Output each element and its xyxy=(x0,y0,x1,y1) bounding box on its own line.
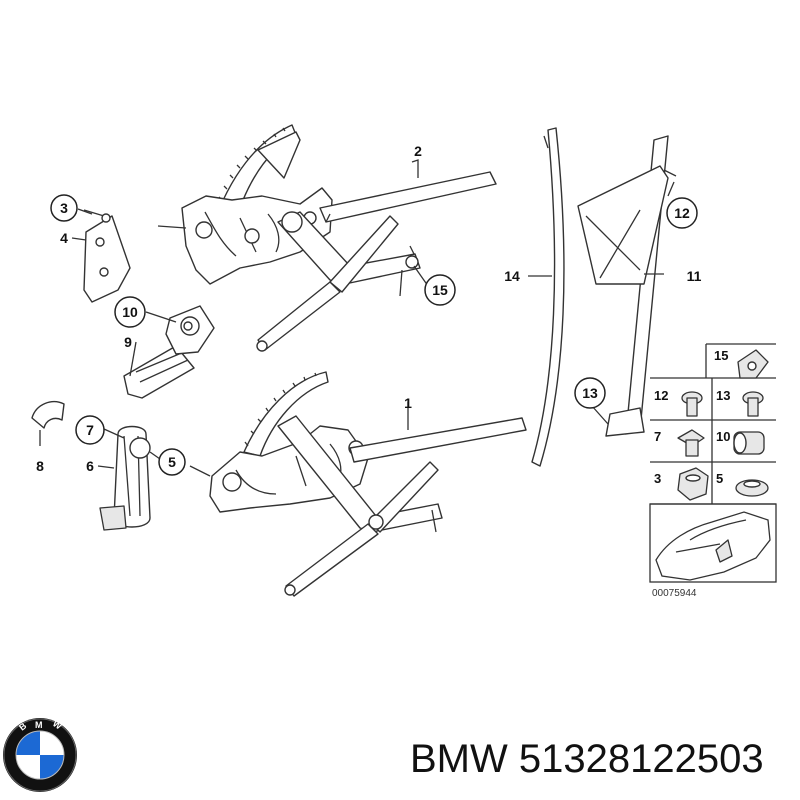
svg-text:13: 13 xyxy=(582,385,598,401)
window-regulator-upper xyxy=(157,124,497,352)
leader-lines xyxy=(39,159,675,469)
window-regulator-lower xyxy=(189,371,527,597)
svg-text:12: 12 xyxy=(654,388,668,403)
window-motor-part-9 xyxy=(123,305,215,399)
clip-part-8 xyxy=(31,400,65,429)
svg-text:13: 13 xyxy=(716,388,730,403)
callout-8: 8 xyxy=(36,458,44,474)
callout-7: 7 xyxy=(75,415,105,445)
callout-2: 2 xyxy=(414,143,422,159)
hardware-grid: 15 12 13 7 10 3 xyxy=(649,343,777,599)
callout-14: 14 xyxy=(504,268,520,284)
callout-11: 11 xyxy=(687,268,702,284)
bushing-10-icon xyxy=(733,431,765,455)
svg-text:12: 12 xyxy=(674,205,690,221)
guide-rail-part-14 xyxy=(531,127,565,467)
callout-13: 13 xyxy=(574,377,606,409)
svg-text:M: M xyxy=(35,720,43,730)
bracket-part-4 xyxy=(83,215,131,303)
callout-9: 9 xyxy=(124,334,132,350)
svg-text:5: 5 xyxy=(716,471,723,486)
vehicle-location-thumbnail xyxy=(655,511,771,581)
nut-3-icon xyxy=(677,467,709,501)
callout-1: 1 xyxy=(404,395,412,411)
drive-belt-part-6 xyxy=(99,425,151,531)
callout-6: 6 xyxy=(86,458,94,474)
callout-3: 3 xyxy=(50,194,78,222)
bmw-logo: B M W xyxy=(3,718,77,792)
callout-10: 10 xyxy=(114,296,146,328)
svg-text:7: 7 xyxy=(654,429,661,444)
washer-5-icon xyxy=(735,479,769,497)
svg-text:5: 5 xyxy=(168,454,176,470)
brand-name: BMW xyxy=(410,737,508,781)
bolt-12-icon xyxy=(681,391,703,417)
diagram-id: 00075944 xyxy=(652,588,697,599)
svg-text:B: B xyxy=(17,720,29,732)
part-number: 51328122503 xyxy=(518,737,764,781)
svg-text:15: 15 xyxy=(432,282,448,298)
callout-4: 4 xyxy=(60,230,68,246)
svg-text:3: 3 xyxy=(60,200,68,216)
callout-5: 5 xyxy=(158,448,186,476)
window-rail-part-11 xyxy=(577,135,677,437)
callout-15: 15 xyxy=(424,274,456,306)
svg-text:7: 7 xyxy=(86,422,94,438)
svg-text:15: 15 xyxy=(714,348,728,363)
svg-text:10: 10 xyxy=(716,429,730,444)
svg-text:3: 3 xyxy=(654,471,661,486)
brand-part-number: BMW 51328122503 xyxy=(410,737,764,782)
bolt-13-icon xyxy=(742,391,764,417)
rivet-7-icon xyxy=(677,429,705,457)
svg-text:10: 10 xyxy=(122,304,138,320)
callout-12: 12 xyxy=(666,197,698,229)
